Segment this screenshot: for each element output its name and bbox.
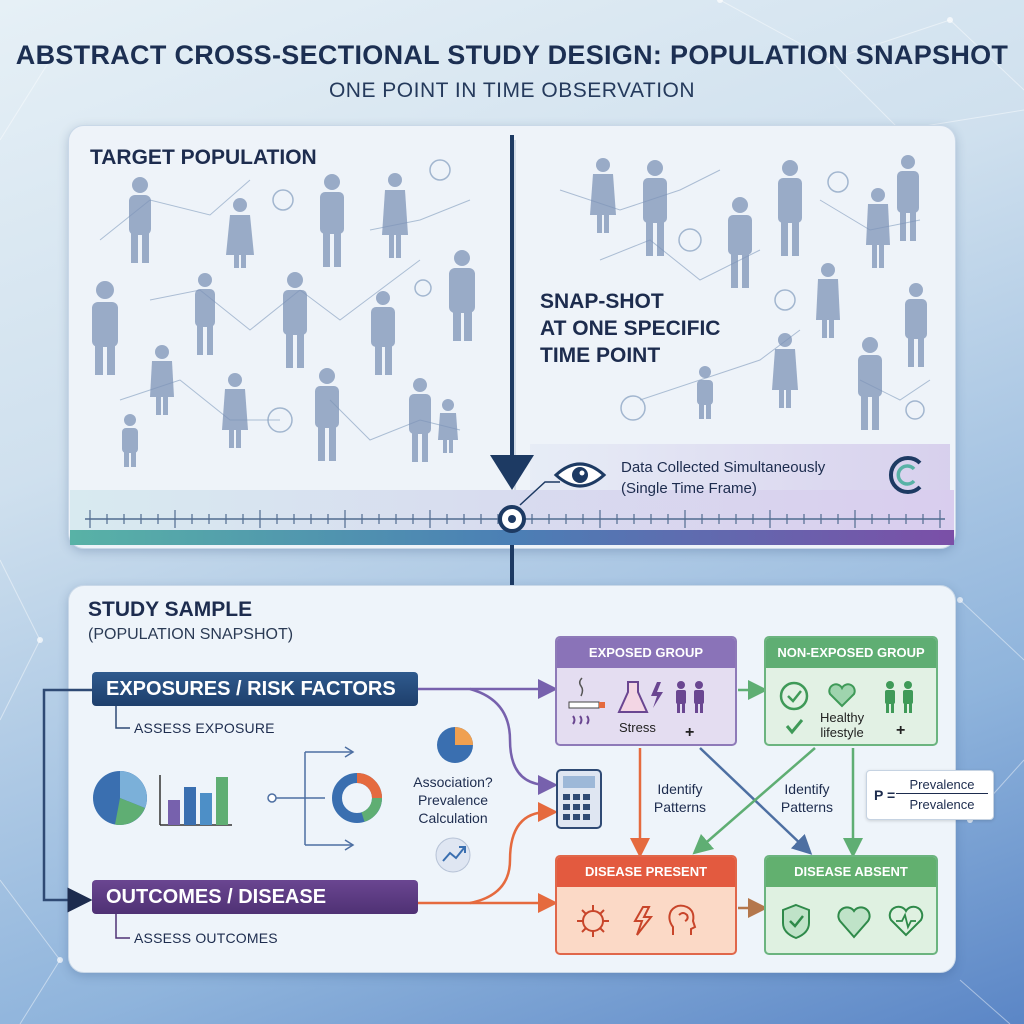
pie-chart-icon	[93, 771, 147, 825]
data-collected-note: Data Collected Simultaneously (Single Ti…	[621, 457, 825, 499]
patterns-line: Patterns	[653, 799, 707, 815]
prevalence-formula-box	[866, 770, 994, 820]
non-exposed-group-title: NON-EXPOSED GROUP	[766, 638, 936, 668]
lifestyle-line: lifestyle	[820, 725, 864, 740]
down-arrow-icon	[490, 455, 534, 490]
people-icon	[676, 681, 704, 713]
shield-icon	[782, 903, 810, 940]
disease-present-title: DISEASE PRESENT	[557, 857, 735, 887]
logo-c-icon	[888, 456, 922, 494]
trend-icon	[435, 837, 471, 873]
healthy-line: Healthy	[820, 710, 865, 725]
formula-p: P =	[874, 787, 896, 803]
exposed-group-title: EXPOSED GROUP	[557, 638, 735, 668]
flask-icon	[617, 681, 649, 713]
lightning-icon	[633, 906, 654, 936]
people-icon	[885, 681, 913, 713]
study-sample-subtitle: (POPULATION SNAPSHOT)	[88, 626, 294, 643]
main-title: ABSTRACT CROSS-SECTIONAL STUDY DESIGN: P…	[15, 40, 1009, 70]
assess-exposure-label: ASSESS EXPOSURE	[134, 720, 275, 736]
identify-patterns-label: Identify Patterns	[772, 780, 842, 816]
snapshot-line: SNAP-SHOT	[540, 290, 664, 313]
gear-icon	[429, 159, 451, 181]
eye-icon	[553, 462, 607, 488]
exposed-group-box: EXPOSED GROUP	[555, 636, 737, 746]
outcomes-box: OUTCOMES / DISEASE	[92, 880, 418, 914]
donut-chart-icon	[332, 773, 382, 823]
lightning-icon	[651, 682, 663, 708]
exposures-box: EXPOSURES / RISK FACTORS	[92, 672, 418, 706]
identify-patterns-label: Identify Patterns	[645, 780, 715, 816]
head-icon	[668, 904, 697, 935]
assess-outcomes-label: ASSESS OUTCOMES	[134, 930, 278, 946]
gear-icon	[678, 228, 702, 252]
association-line: Prevalence	[417, 792, 489, 808]
association-label: Association? Prevalence Calculation	[398, 773, 508, 827]
snapshot-line: TIME POINT	[540, 344, 661, 367]
identify-line: Identify	[784, 781, 830, 797]
heartbeat-icon	[888, 905, 924, 937]
association-line: Calculation	[418, 810, 488, 826]
check-icon	[779, 681, 809, 711]
check-icon	[785, 719, 804, 735]
disease-present-icons	[577, 904, 697, 937]
gear-icon	[774, 289, 796, 311]
association-line: Association?	[413, 774, 493, 790]
gear-icon	[414, 279, 432, 297]
target-population-title: TARGET POPULATION	[90, 146, 317, 169]
disease-present-box: DISEASE PRESENT	[555, 855, 737, 955]
calculator-icon	[556, 769, 602, 829]
bar-chart-icon	[159, 775, 232, 826]
non-exposed-group-box: NON-EXPOSED GROUP	[764, 636, 938, 746]
snapshot-line: AT ONE SPECIFIC	[540, 317, 721, 340]
pie-chart-icon	[437, 727, 473, 763]
stress-label: Stress	[619, 720, 656, 735]
study-sample-title: STUDY SAMPLE	[88, 598, 253, 621]
disease-absent-title: DISEASE ABSENT	[766, 857, 936, 887]
gear-icon	[272, 189, 294, 211]
virus-icon	[577, 905, 609, 937]
formula-denominator: Prevalence	[909, 797, 975, 812]
gear-icon	[905, 400, 925, 420]
disease-absent-icons	[782, 903, 924, 940]
data-collected-text: Data Collected Simultaneously	[621, 459, 826, 476]
exposed-icons	[568, 677, 704, 725]
patterns-line: Patterns	[780, 799, 834, 815]
gear-icon	[620, 395, 646, 421]
healthy-lifestyle-label: Healthy lifestyle	[820, 710, 864, 740]
heart-icon	[837, 906, 871, 939]
snapshot-label: SNAP-SHOT AT ONE SPECIFIC TIME POINT	[540, 288, 720, 369]
gear-icon	[267, 407, 293, 433]
formula-numerator: Prevalence	[896, 777, 988, 794]
cigarette-icon	[568, 677, 605, 725]
identify-line: Identify	[657, 781, 703, 797]
subtitle: ONE POINT IN TIME OBSERVATION	[328, 79, 696, 102]
gear-icon	[827, 171, 849, 193]
non-exposed-icons	[779, 681, 913, 735]
plus-sign: +	[896, 722, 906, 739]
plus-sign: +	[685, 724, 695, 741]
heart-icon	[828, 683, 856, 708]
single-time-frame-text: (Single Time Frame)	[621, 480, 757, 497]
disease-absent-box: DISEASE ABSENT	[764, 855, 938, 955]
